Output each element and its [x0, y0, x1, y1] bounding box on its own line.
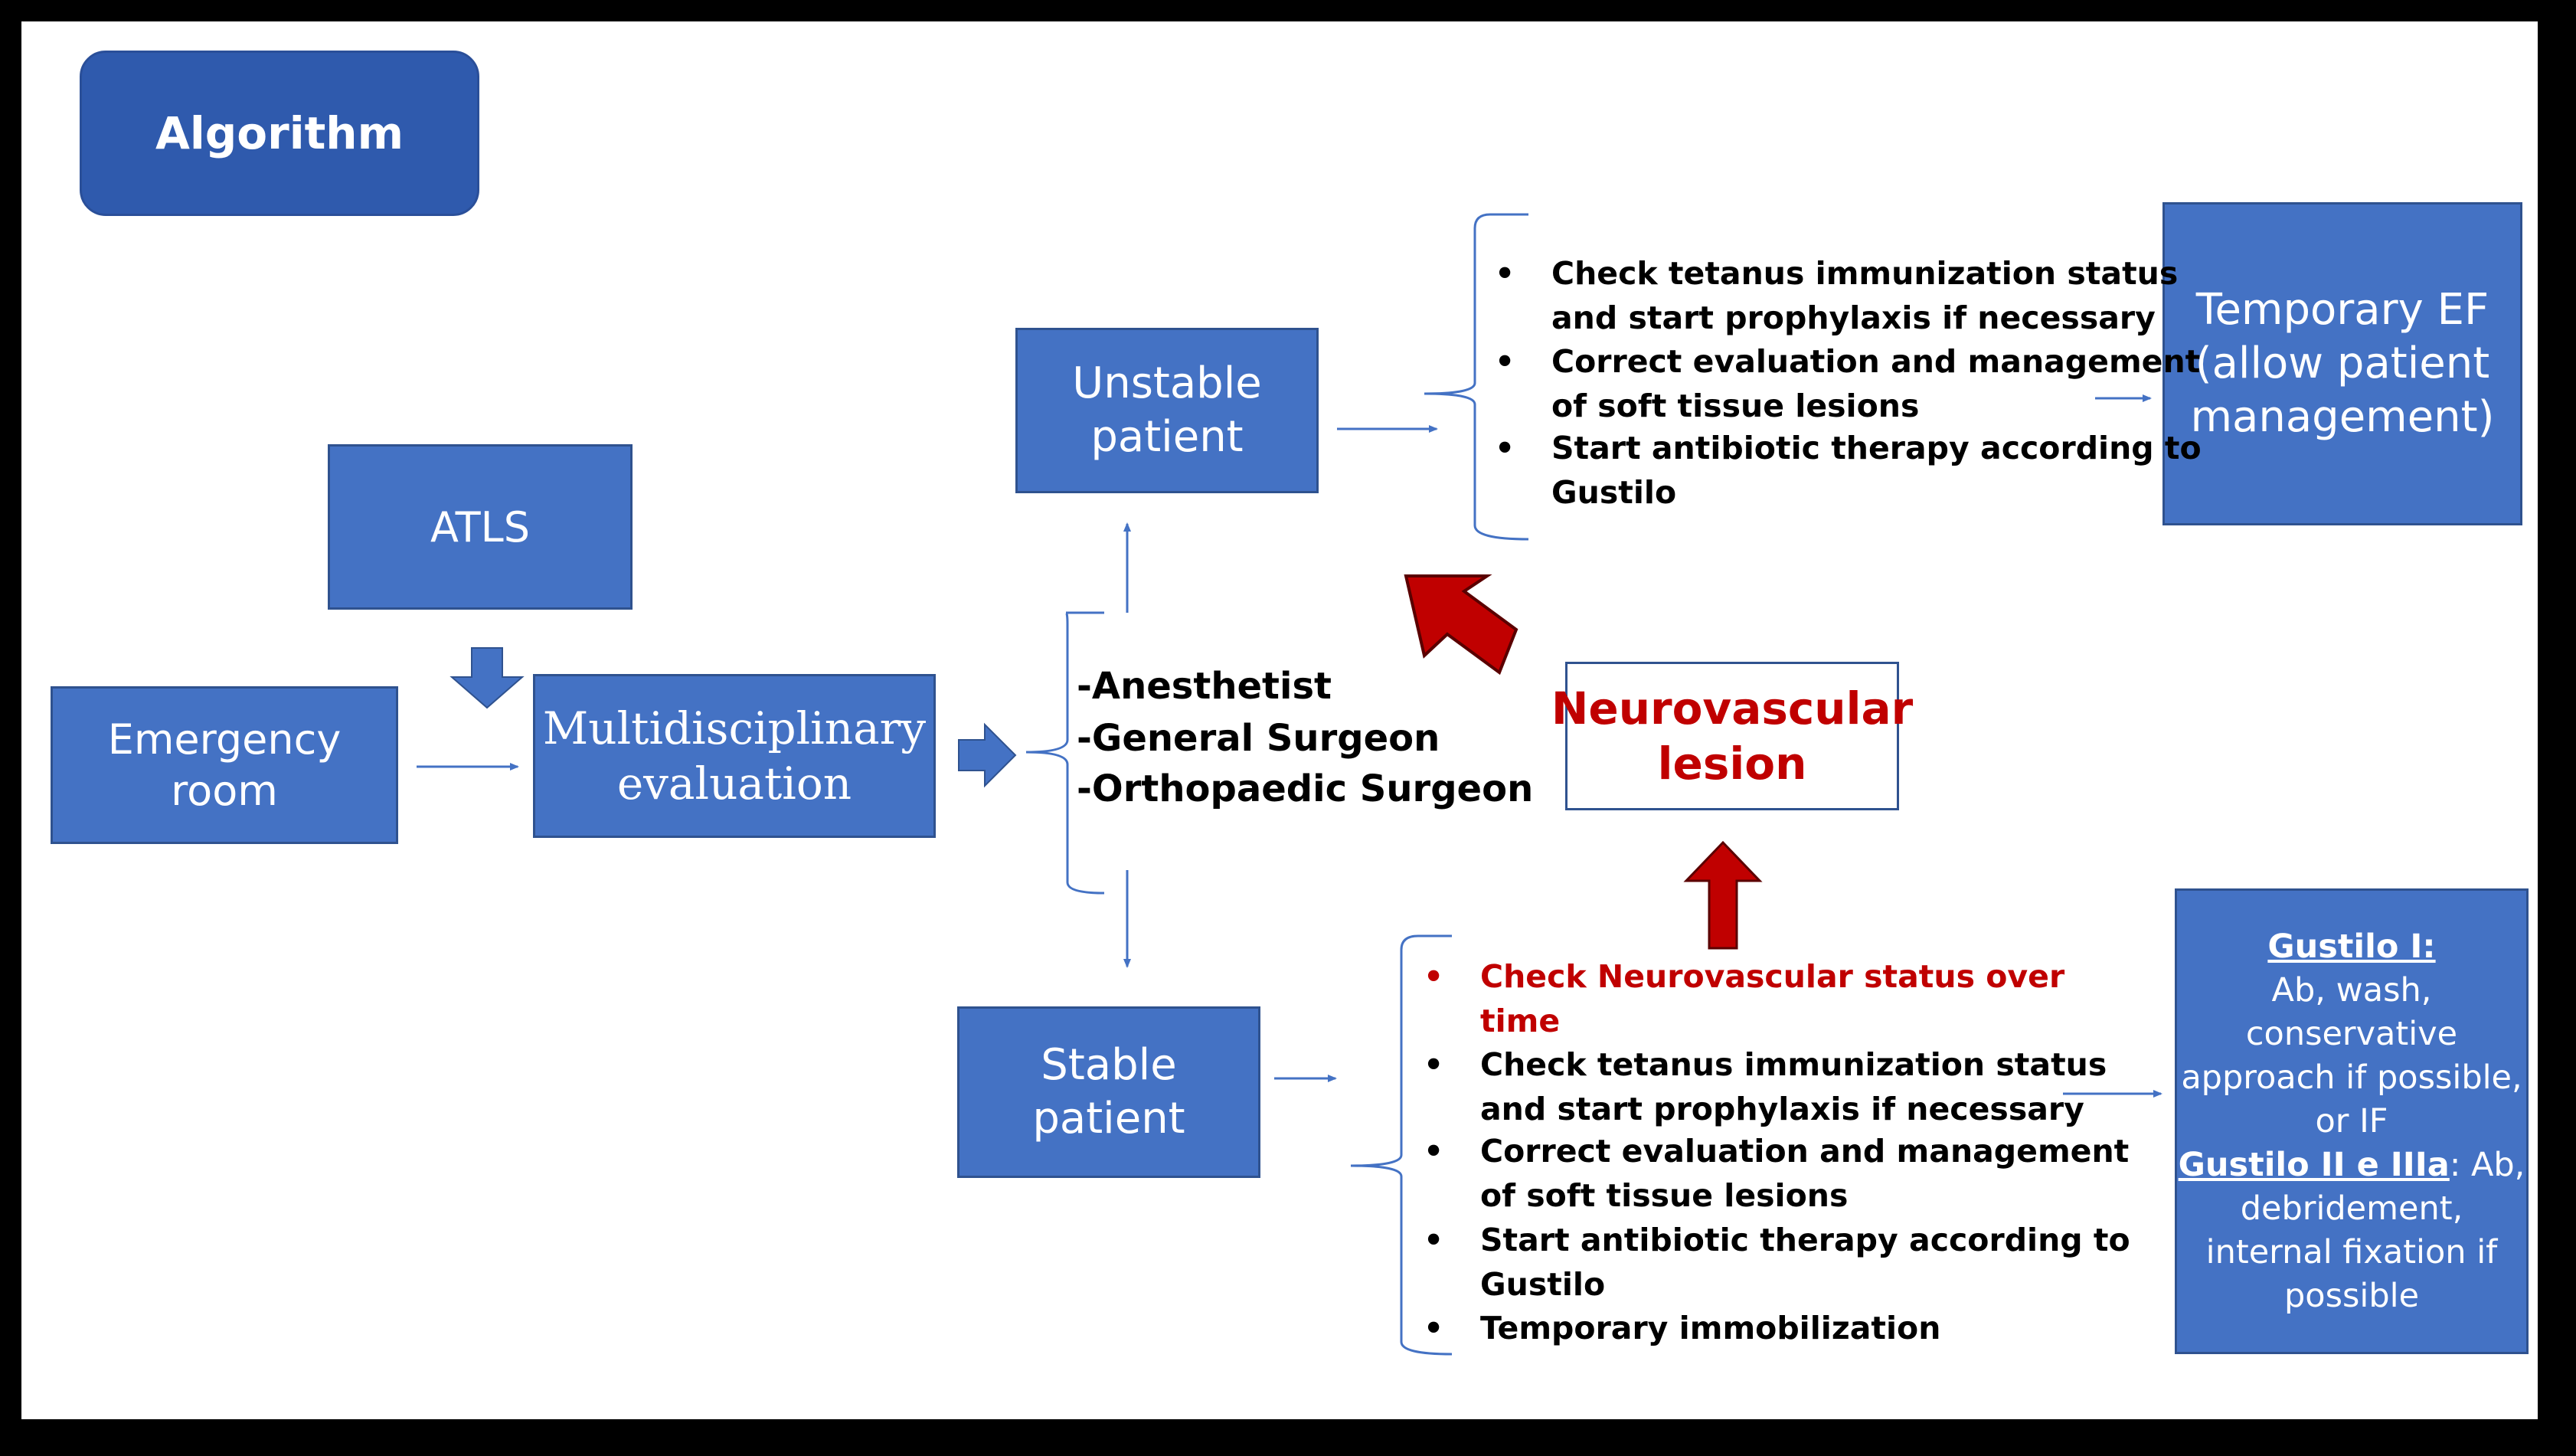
- neurovascular-line-2: lesion: [1657, 738, 1807, 790]
- team-member-general-surgeon: -General Surgeon: [1077, 717, 1440, 760]
- brace-team: [1025, 611, 1105, 895]
- stable-step-1-line-2: time: [1480, 1003, 1561, 1039]
- gustilo-1-line-4: or IF: [2315, 1101, 2388, 1140]
- bullet-icon: •: [1424, 1310, 1444, 1346]
- multidisciplinary-evaluation-box: Multidisciplinary evaluation: [533, 674, 936, 838]
- stable-step-3-line-1: Correct evaluation and management: [1480, 1133, 2130, 1170]
- gustilo-1-line-1: Ab, wash,: [2271, 970, 2432, 1009]
- multidisciplinary-line-1: Multidisciplinary: [542, 702, 927, 754]
- emergency-room-line-1: Emergency: [107, 715, 342, 764]
- gustilo-1-line-3: approach if possible,: [2181, 1058, 2522, 1097]
- red-diagonal-arrow-icon: [1404, 574, 1518, 676]
- team-member-anesthetist: -Anesthetist: [1077, 665, 1332, 708]
- stable-step-3-line-2: of soft tissue lesions: [1480, 1177, 1849, 1214]
- algorithm-title-text: Algorithm: [155, 107, 404, 159]
- stable-step-1-line-1: Check Neurovascular status over: [1480, 958, 2065, 995]
- stable-step-4-line-1: Start antibiotic therapy according to: [1480, 1222, 2130, 1258]
- temporary-ef-line-2: (allow patient: [2195, 339, 2490, 388]
- atls-text: ATLS: [430, 502, 531, 551]
- stable-step-5: • Temporary immobilization: [1424, 1306, 1941, 1350]
- right-block-arrow-icon: [958, 722, 1017, 788]
- algorithm-title: Algorithm: [80, 51, 479, 216]
- bullet-icon: •: [1495, 255, 1515, 292]
- unstable-step-3-line-2: Gustilo: [1551, 474, 1677, 511]
- unstable-line-2: patient: [1090, 412, 1244, 462]
- unstable-step-2-line-2: of soft tissue lesions: [1551, 388, 1920, 424]
- bullet-icon: •: [1424, 1133, 1444, 1170]
- stable-step-4: • Start antibiotic therapy according to …: [1424, 1218, 2130, 1307]
- unstable-step-2: • Correct evaluation and management of s…: [1495, 339, 2201, 428]
- down-block-arrow-icon: [449, 647, 525, 709]
- gustilo-2-line-3: possible: [2283, 1276, 2420, 1315]
- gustilo-2-label: Gustilo II e IIIa: [2178, 1145, 2450, 1184]
- neurovascular-lesion-box: Neurovascular lesion: [1551, 662, 1913, 810]
- stable-line-2: patient: [1032, 1094, 1185, 1144]
- stable-step-2-line-2: and start prophylaxis if necessary: [1480, 1091, 2084, 1127]
- brace-stable-steps: [1350, 934, 1453, 1356]
- emergency-room-line-2: room: [171, 767, 278, 815]
- stable-step-4-line-2: Gustilo: [1480, 1266, 1606, 1303]
- gustilo-treatment-box: Gustilo I: Ab, wash, conservative approa…: [2175, 888, 2529, 1354]
- atls-box: ATLS: [328, 444, 633, 610]
- unstable-step-1-line-2: and start prophylaxis if necessary: [1551, 299, 2156, 336]
- temporary-ef-box: Temporary EF (allow patient management): [2162, 202, 2522, 525]
- bullet-icon: •: [1424, 1046, 1444, 1083]
- bullet-icon: •: [1495, 343, 1515, 380]
- bullet-icon: •: [1424, 958, 1444, 995]
- unstable-step-3-line-1: Start antibiotic therapy according to: [1551, 430, 2202, 466]
- temporary-ef-line-1: Temporary EF: [2195, 285, 2489, 335]
- multidisciplinary-line-2: evaluation: [616, 757, 852, 810]
- gustilo-2-suffix: : Ab,: [2449, 1145, 2525, 1184]
- unstable-step-1-line-1: Check tetanus immunization status: [1551, 255, 2179, 292]
- temporary-ef-line-3: management): [2190, 392, 2495, 442]
- stable-step-2-line-1: Check tetanus immunization status: [1480, 1046, 2107, 1083]
- unstable-patient-box: Unstable patient: [1015, 328, 1319, 493]
- stable-step-2: • Check tetanus immunization status and …: [1424, 1042, 2107, 1131]
- stable-step-3: • Correct evaluation and management of s…: [1424, 1129, 2130, 1218]
- unstable-step-1: • Check tetanus immunization status and …: [1495, 251, 2179, 340]
- emergency-room-box: Emergency room: [51, 686, 398, 844]
- gustilo-1-line-2: conservative: [2245, 1014, 2458, 1053]
- stable-step-5-line-1: Temporary immobilization: [1480, 1310, 1941, 1346]
- stable-line-1: Stable: [1041, 1040, 1177, 1090]
- unstable-line-1: Unstable: [1072, 358, 1262, 408]
- unstable-step-2-line-1: Correct evaluation and management: [1551, 343, 2201, 380]
- neurovascular-line-1: Neurovascular: [1551, 682, 1914, 735]
- stable-step-1: • Check Neurovascular status over time: [1424, 954, 2065, 1043]
- team-member-orthopaedic-surgeon: -Orthopaedic Surgeon: [1077, 767, 1534, 810]
- stable-patient-box: Stable patient: [957, 1006, 1260, 1178]
- bullet-icon: •: [1424, 1222, 1444, 1258]
- brace-unstable-steps: [1424, 213, 1529, 541]
- red-up-arrow-icon: [1683, 840, 1763, 950]
- gustilo-2-line-2: internal fixation if: [2205, 1232, 2498, 1271]
- gustilo-1-label: Gustilo I:: [2267, 927, 2436, 966]
- unstable-step-3: • Start antibiotic therapy according to …: [1495, 426, 2202, 515]
- bullet-icon: •: [1495, 430, 1515, 466]
- gustilo-2-line-1: debridement,: [2240, 1189, 2463, 1228]
